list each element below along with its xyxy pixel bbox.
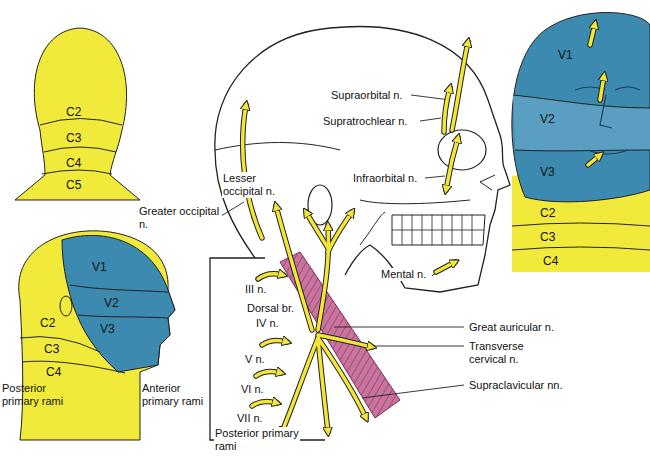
dermatome-label: C3 [540, 230, 555, 244]
nerve-label: VI n. [240, 383, 265, 396]
rami-label: Posterior primary rami [2, 382, 64, 407]
nerve-label: Infraorbital n. [352, 172, 418, 185]
nerve-label: Greater occipital n. [138, 205, 222, 231]
dermatome-label: C2 [540, 206, 555, 220]
nerve-label: Great auricular n. [468, 321, 555, 334]
nerve-label: Supratrochlear n. [322, 115, 408, 128]
dermatome-label: V2 [104, 296, 119, 310]
rami-label: Anterior primary rami [142, 382, 204, 407]
nerve-label: Supraorbital n. [330, 89, 404, 102]
dermatome-label: C2 [40, 316, 55, 330]
nerve-label: V n. [244, 353, 266, 366]
nerve-label: Supraclavicular nn. [468, 379, 564, 392]
dermatome-label: C3 [66, 131, 81, 145]
nerve-label: IV n. [255, 317, 280, 330]
dermatome-label: V1 [558, 48, 573, 62]
dermatome-label: V3 [100, 322, 115, 336]
dermatome-label: V1 [92, 260, 107, 274]
dermatome-label: V2 [540, 112, 555, 126]
nerve-label: Dorsal br. [246, 302, 295, 315]
bracket-label: Posterior primary rami [214, 427, 300, 453]
nerve-label: Lesser occipital n. [222, 172, 286, 198]
nerve-label: III n. [244, 283, 267, 296]
dermatome-label: C3 [44, 342, 59, 356]
nerve-label: Transverse cervical n. [468, 340, 554, 366]
dermatome-label: C4 [66, 156, 81, 170]
nerve-label: VII n. [236, 412, 264, 425]
dermatome-label: C4 [543, 254, 558, 268]
dermatome-label: C4 [46, 365, 61, 379]
nerve-label: Mental n. [380, 268, 427, 281]
dermatome-label: C5 [66, 178, 81, 192]
dermatome-label: C2 [66, 105, 81, 119]
dermatome-label: V3 [540, 165, 555, 179]
